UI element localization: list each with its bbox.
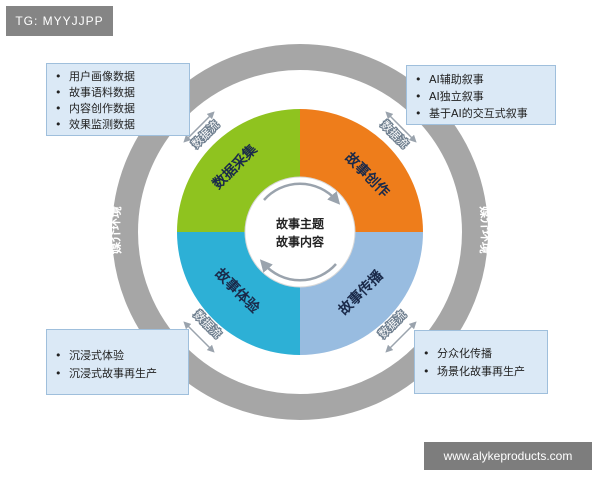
list-item: 效果监测数据 [55,117,181,133]
info-box-story-experience: 沉浸式体验 沉浸式故事再生产 [46,329,189,395]
list-item: 用户画像数据 [55,69,181,85]
list-item: 故事语料数据 [55,85,181,101]
website-watermark: www.alykeproducts.com [424,442,592,470]
list-item: 内容创作数据 [55,101,181,117]
list-item: 基于AI的交互式叙事 [415,105,547,122]
list-item: AI辅助叙事 [415,71,547,88]
list-item: 场景化故事再生产 [423,363,539,381]
info-box-data-collection: 用户画像数据 故事语料数据 内容创作数据 效果监测数据 [46,63,190,136]
center-line-1: 故事主题 [276,216,325,231]
info-box-story-creation: AI辅助叙事 AI独立叙事 基于AI的交互式叙事 [406,65,556,125]
media-environment-ring [112,44,488,420]
tg-label-tag: TG: MYYJJPP [6,6,113,36]
center-line-2: 故事内容 [276,234,324,249]
cycle-arrow-top-icon [263,182,341,205]
list-item: 沉浸式故事再生产 [55,365,180,383]
list-item: 沉浸式体验 [55,347,180,365]
list-item: 分众化传播 [423,345,539,363]
list-item: AI独立叙事 [415,88,547,105]
center-circle [244,176,356,288]
cycle-arrow-bottom-icon [259,259,337,282]
info-box-story-spread: 分众化传播 场景化故事再生产 [414,330,548,394]
